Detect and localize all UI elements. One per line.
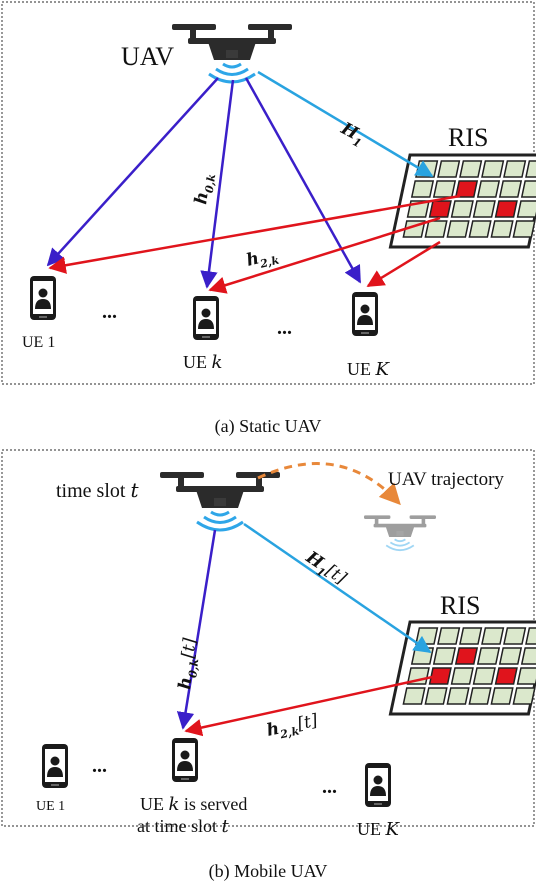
ris-element [490, 220, 514, 238]
ris-element [432, 647, 457, 665]
ris-element [516, 667, 536, 685]
uek-phone-icon [193, 296, 219, 340]
ris-cells-b [402, 627, 536, 705]
ris-element-active [454, 647, 479, 665]
ris-element-active [454, 180, 479, 198]
ris-element [450, 200, 474, 218]
ris-element [468, 687, 492, 705]
uek-label-a: UE k [183, 352, 222, 373]
ue1-phone-icon-b [42, 744, 68, 788]
ris-element [476, 647, 501, 665]
ris-element [446, 220, 470, 238]
ris-element [450, 667, 474, 685]
uek-served-line2: at time slot t [137, 816, 230, 837]
ue1-label-b: UE 1 [36, 799, 65, 814]
ris-element [503, 627, 527, 645]
uek-phone-icon-b [172, 738, 198, 782]
link-uav-ueK [244, 77, 362, 284]
ris-element [424, 687, 448, 705]
ris-element [520, 647, 536, 665]
ris-element [481, 627, 505, 645]
link-ris-uek-b [184, 672, 447, 737]
ris-element [472, 200, 496, 218]
ris-label-b: RIS [440, 591, 480, 620]
ris-element [512, 687, 536, 705]
ris-element [446, 687, 470, 705]
trajectory-label: UAV trajectory [388, 469, 504, 490]
svg-text:h0,k: h0,k [191, 171, 218, 206]
ue1-phone-icon [30, 276, 56, 320]
ris-element [402, 687, 426, 705]
link-uav-ris [257, 70, 434, 178]
ris-element [525, 627, 536, 645]
link-ris-uek [208, 216, 441, 294]
h2k-label-b: h2,k[t] [265, 711, 321, 744]
ris-element [503, 160, 527, 178]
h0k-label-b: h0,k[t] [175, 637, 203, 691]
ris-element-active [494, 200, 518, 218]
h0k-label-a: h0,k [191, 171, 218, 206]
uav-ghost-drone-icon [363, 514, 437, 552]
panel-a-frame [1, 1, 535, 385]
svg-text:H1[t]: H1[t] [300, 547, 350, 591]
ris-element [490, 687, 514, 705]
ue1-label-a: UE 1 [22, 334, 55, 351]
uav-label: UAV [121, 42, 174, 71]
ris-element [437, 160, 461, 178]
link-ris-ue1 [48, 194, 461, 274]
ris-element [410, 180, 435, 198]
ris-element [512, 220, 536, 238]
ris-element [410, 647, 435, 665]
ris-element [459, 627, 483, 645]
svg-text:h2,k: h2,k [244, 244, 280, 274]
ris-element [468, 220, 492, 238]
svg-text:h2,k[t]: h2,k[t] [265, 711, 321, 744]
link-uav-ue1 [46, 77, 219, 267]
link-ris-ueK [366, 240, 441, 288]
link-uav-ris-b [243, 522, 432, 654]
caption-a: (a) Static UAV [215, 416, 322, 437]
ris-element [525, 160, 536, 178]
ris-element [520, 180, 536, 198]
ris-element [437, 627, 461, 645]
time-slot-label: time slot t [56, 478, 139, 502]
ris-element [432, 180, 457, 198]
link-uav-uek-b [176, 529, 217, 730]
link-uav-uek [200, 79, 235, 289]
ris-element [498, 647, 523, 665]
ueK-phone-icon [352, 292, 378, 336]
svg-text:h0,k[t]: h0,k[t] [175, 637, 203, 691]
ris-element [472, 667, 496, 685]
ris-label-a: RIS [448, 123, 488, 152]
ellipsis-right-a: ... [277, 317, 292, 339]
uek-served-line1: UE k is served [140, 794, 247, 815]
ris-element-active [494, 667, 518, 685]
ueK-label-b: UE K [357, 819, 401, 840]
ueK-label-a: UE K [347, 359, 391, 380]
ris-element [498, 180, 523, 198]
ellipsis-left-a: ... [102, 301, 117, 323]
ris-element [459, 160, 483, 178]
uav-trajectory-path [257, 462, 401, 506]
uav-drone-icon [170, 22, 294, 84]
ris-element [476, 180, 501, 198]
ris-element-active [428, 200, 452, 218]
ellipsis-right-b: ... [322, 776, 337, 798]
h1-label-b: H1[t] [300, 547, 350, 591]
ris-element [516, 200, 536, 218]
ueK-phone-icon-b [365, 763, 391, 807]
uav-drone-icon-b [158, 470, 282, 532]
caption-b: (b) Mobile UAV [209, 861, 328, 882]
ris-element [415, 627, 439, 645]
ellipsis-left-b: ... [92, 755, 107, 777]
ris-element [481, 160, 505, 178]
ris-element [424, 220, 448, 238]
h2k-label-a: h2,k [244, 244, 280, 274]
